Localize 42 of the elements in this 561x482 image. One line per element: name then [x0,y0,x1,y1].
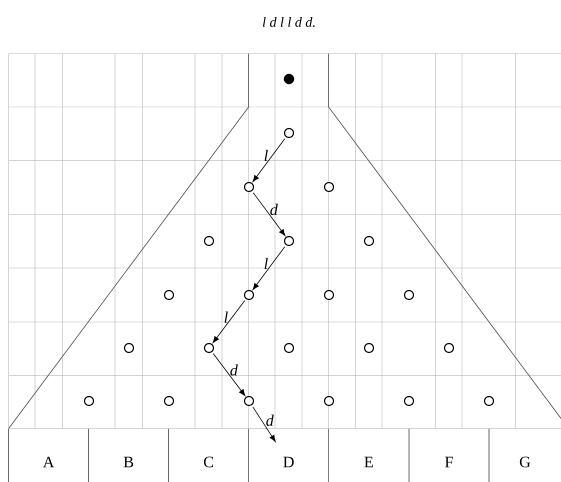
peg [444,342,454,354]
arrow [212,300,246,343]
edge-label: d [230,364,238,376]
bin-label: G [520,456,530,468]
bin-label: F [445,456,453,468]
edge-label: d [270,204,278,216]
peg [284,128,294,138]
peg [284,236,294,246]
arrow [252,138,286,182]
edge-label: l [264,258,268,269]
peg [244,182,254,192]
arrow [252,246,286,290]
bin-label: E [364,456,373,468]
peg [244,396,254,406]
arrow [212,353,246,396]
peg [204,236,214,246]
edge-label: l [264,150,268,161]
peg [324,182,334,192]
bin-label: A [42,456,54,468]
arrow [252,192,286,236]
bin-label: D [283,456,294,468]
bin-label: C [204,456,214,468]
peg [364,342,374,354]
peg [284,342,294,354]
ball [284,74,294,84]
peg [124,342,134,354]
title: l d l l d d. [262,17,315,27]
peg [404,290,414,300]
edge-label: d [266,414,274,426]
bin-label: B [124,456,134,468]
peg [324,396,334,406]
peg [364,236,374,246]
peg [204,342,214,354]
peg [244,290,254,300]
peg [484,396,494,406]
arrow [252,406,276,442]
peg [324,290,334,300]
peg [404,396,414,406]
peg [84,396,94,406]
edge-label: l [224,311,228,323]
peg [164,290,174,300]
peg [164,396,174,406]
